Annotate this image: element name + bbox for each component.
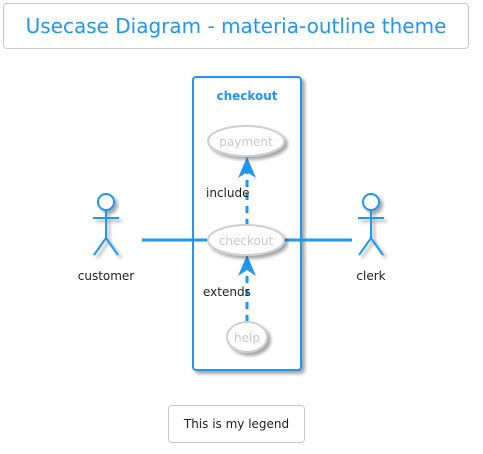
actor-customer-label: customer [78, 269, 135, 283]
diagram-title: Usecase Diagram - materia-outline theme [3, 3, 469, 49]
clerk-head-icon [362, 193, 380, 211]
extends-label: extends [203, 285, 251, 299]
actor-customer[interactable] [93, 193, 119, 256]
usecase-help-label: help [234, 331, 260, 345]
include-arrowhead [238, 157, 256, 178]
usecase-payment-label: payment [219, 135, 273, 149]
actor-clerk[interactable] [358, 193, 384, 256]
usecase-checkout[interactable]: checkout [207, 224, 285, 256]
usecase-checkout-label: checkout [219, 234, 274, 248]
actor-clerk-label: clerk [356, 269, 385, 283]
customer-head-icon [97, 193, 115, 211]
include-label: include [206, 186, 249, 200]
package-label: checkout [216, 89, 277, 103]
usecase-help[interactable]: help [226, 321, 268, 353]
extends-arrowhead [238, 255, 256, 276]
diagram-legend: This is my legend [168, 405, 305, 443]
usecase-payment[interactable]: payment [207, 125, 285, 157]
